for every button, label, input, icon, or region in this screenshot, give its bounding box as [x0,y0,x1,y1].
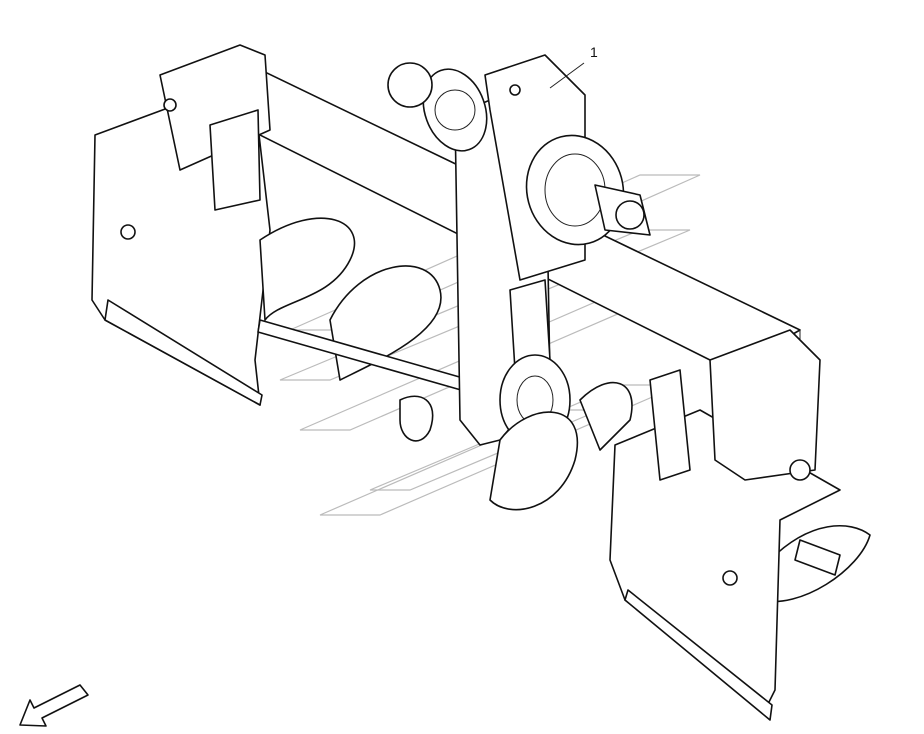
left-end-shield [91,44,271,406]
hydraulic-motor-top [387,62,488,152]
right-end-shield [609,329,841,721]
callout-leader-line [549,62,585,89]
auger-flights-right [489,381,871,603]
auger-flights-left [257,217,471,442]
arrow-down-left-icon [19,684,89,727]
gearbox-motor-right [525,134,651,246]
callout-label: 1 [590,44,598,60]
